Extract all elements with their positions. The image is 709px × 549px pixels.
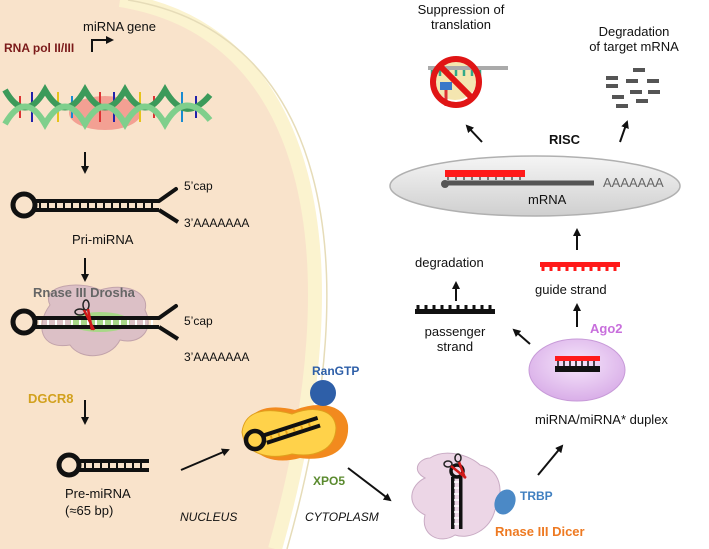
degradation-target-line1: Degradation bbox=[598, 24, 670, 39]
suppression-line1: Suppression of bbox=[417, 2, 505, 17]
risc-label: RISC bbox=[549, 132, 581, 147]
guide-strand bbox=[540, 262, 620, 271]
arrow-to-passenger bbox=[512, 328, 531, 345]
drosha-complex bbox=[10, 284, 180, 357]
arrow-to-suppression bbox=[465, 124, 483, 143]
dicer-complex bbox=[411, 452, 516, 540]
dicer-label: Rnase III Dicer bbox=[495, 524, 585, 539]
dgcr8-label: DGCR8 bbox=[28, 391, 74, 406]
trbp-protein bbox=[494, 489, 516, 515]
no-symbol-icon bbox=[428, 56, 508, 108]
degradation-label: degradation bbox=[415, 255, 484, 270]
drosha-label: Rnase III Drosha bbox=[33, 285, 135, 300]
pre-mirna-size-label: (≈65 bp) bbox=[65, 503, 114, 518]
pri-5cap-label: 5’cap bbox=[184, 179, 213, 193]
arrow-to-xpo5 bbox=[180, 448, 230, 471]
arrow-to-degradation-target bbox=[619, 120, 629, 143]
pri-3poly-label: 3’AAAAAAA bbox=[184, 216, 250, 230]
ago2-label: Ago2 bbox=[590, 321, 623, 336]
mrna-fragments-icon bbox=[606, 68, 660, 108]
passenger-strand-label: passenger strand bbox=[415, 324, 495, 355]
suppression-line2: translation bbox=[431, 16, 491, 32]
polya-tail-label: AAAAAAA bbox=[603, 175, 664, 190]
drosha-3poly-label: 3’AAAAAAA bbox=[184, 350, 250, 364]
xpo5-label: XPO5 bbox=[313, 474, 346, 488]
cytoplasm-label: CYTOPLASM bbox=[305, 510, 379, 524]
transcription-start-arrow-icon bbox=[91, 36, 114, 52]
trbp-label: TRBP bbox=[520, 489, 553, 503]
suppression-label: Suppression of translation bbox=[405, 2, 517, 33]
pre-mirna-hairpin bbox=[56, 452, 149, 478]
drosha-5cap-label: 5’cap bbox=[184, 314, 213, 328]
mrna-label: mRNA bbox=[528, 192, 567, 207]
risc-complex bbox=[389, 155, 681, 217]
degradation-target-line2: of target mRNA bbox=[589, 38, 679, 54]
duplex-label: miRNA/miRNA* duplex bbox=[535, 412, 668, 427]
pri-mirna-label: Pri-miRNA bbox=[72, 232, 134, 247]
rangtp-label: RanGTP bbox=[312, 364, 360, 378]
arrow-to-duplex bbox=[537, 444, 564, 476]
dna-helix-icon bbox=[2, 83, 213, 131]
nucleus-region bbox=[0, 0, 328, 549]
mirna-gene-label: miRNA gene bbox=[83, 19, 156, 34]
rna-pol-label: RNA pol II/III bbox=[4, 41, 75, 55]
ago2-complex bbox=[528, 338, 626, 402]
pri-mirna-hairpin bbox=[10, 187, 180, 224]
scissors-icon bbox=[74, 299, 96, 331]
scissors-icon bbox=[443, 453, 467, 479]
degradation-target-label: Degradation of target mRNA bbox=[576, 24, 692, 55]
guide-strand-label: guide strand bbox=[535, 282, 607, 297]
nucleus-label: NUCLEUS bbox=[180, 510, 238, 524]
passenger-strand-line1: passenger bbox=[424, 324, 486, 339]
pre-mirna-label: Pre-miRNA bbox=[65, 486, 131, 501]
xpo5-complex bbox=[241, 380, 349, 461]
rangtp-protein bbox=[310, 380, 336, 406]
passenger-strand-line2: strand bbox=[436, 338, 474, 354]
passenger-strand bbox=[415, 305, 495, 314]
arrow-to-dicer bbox=[347, 467, 392, 502]
